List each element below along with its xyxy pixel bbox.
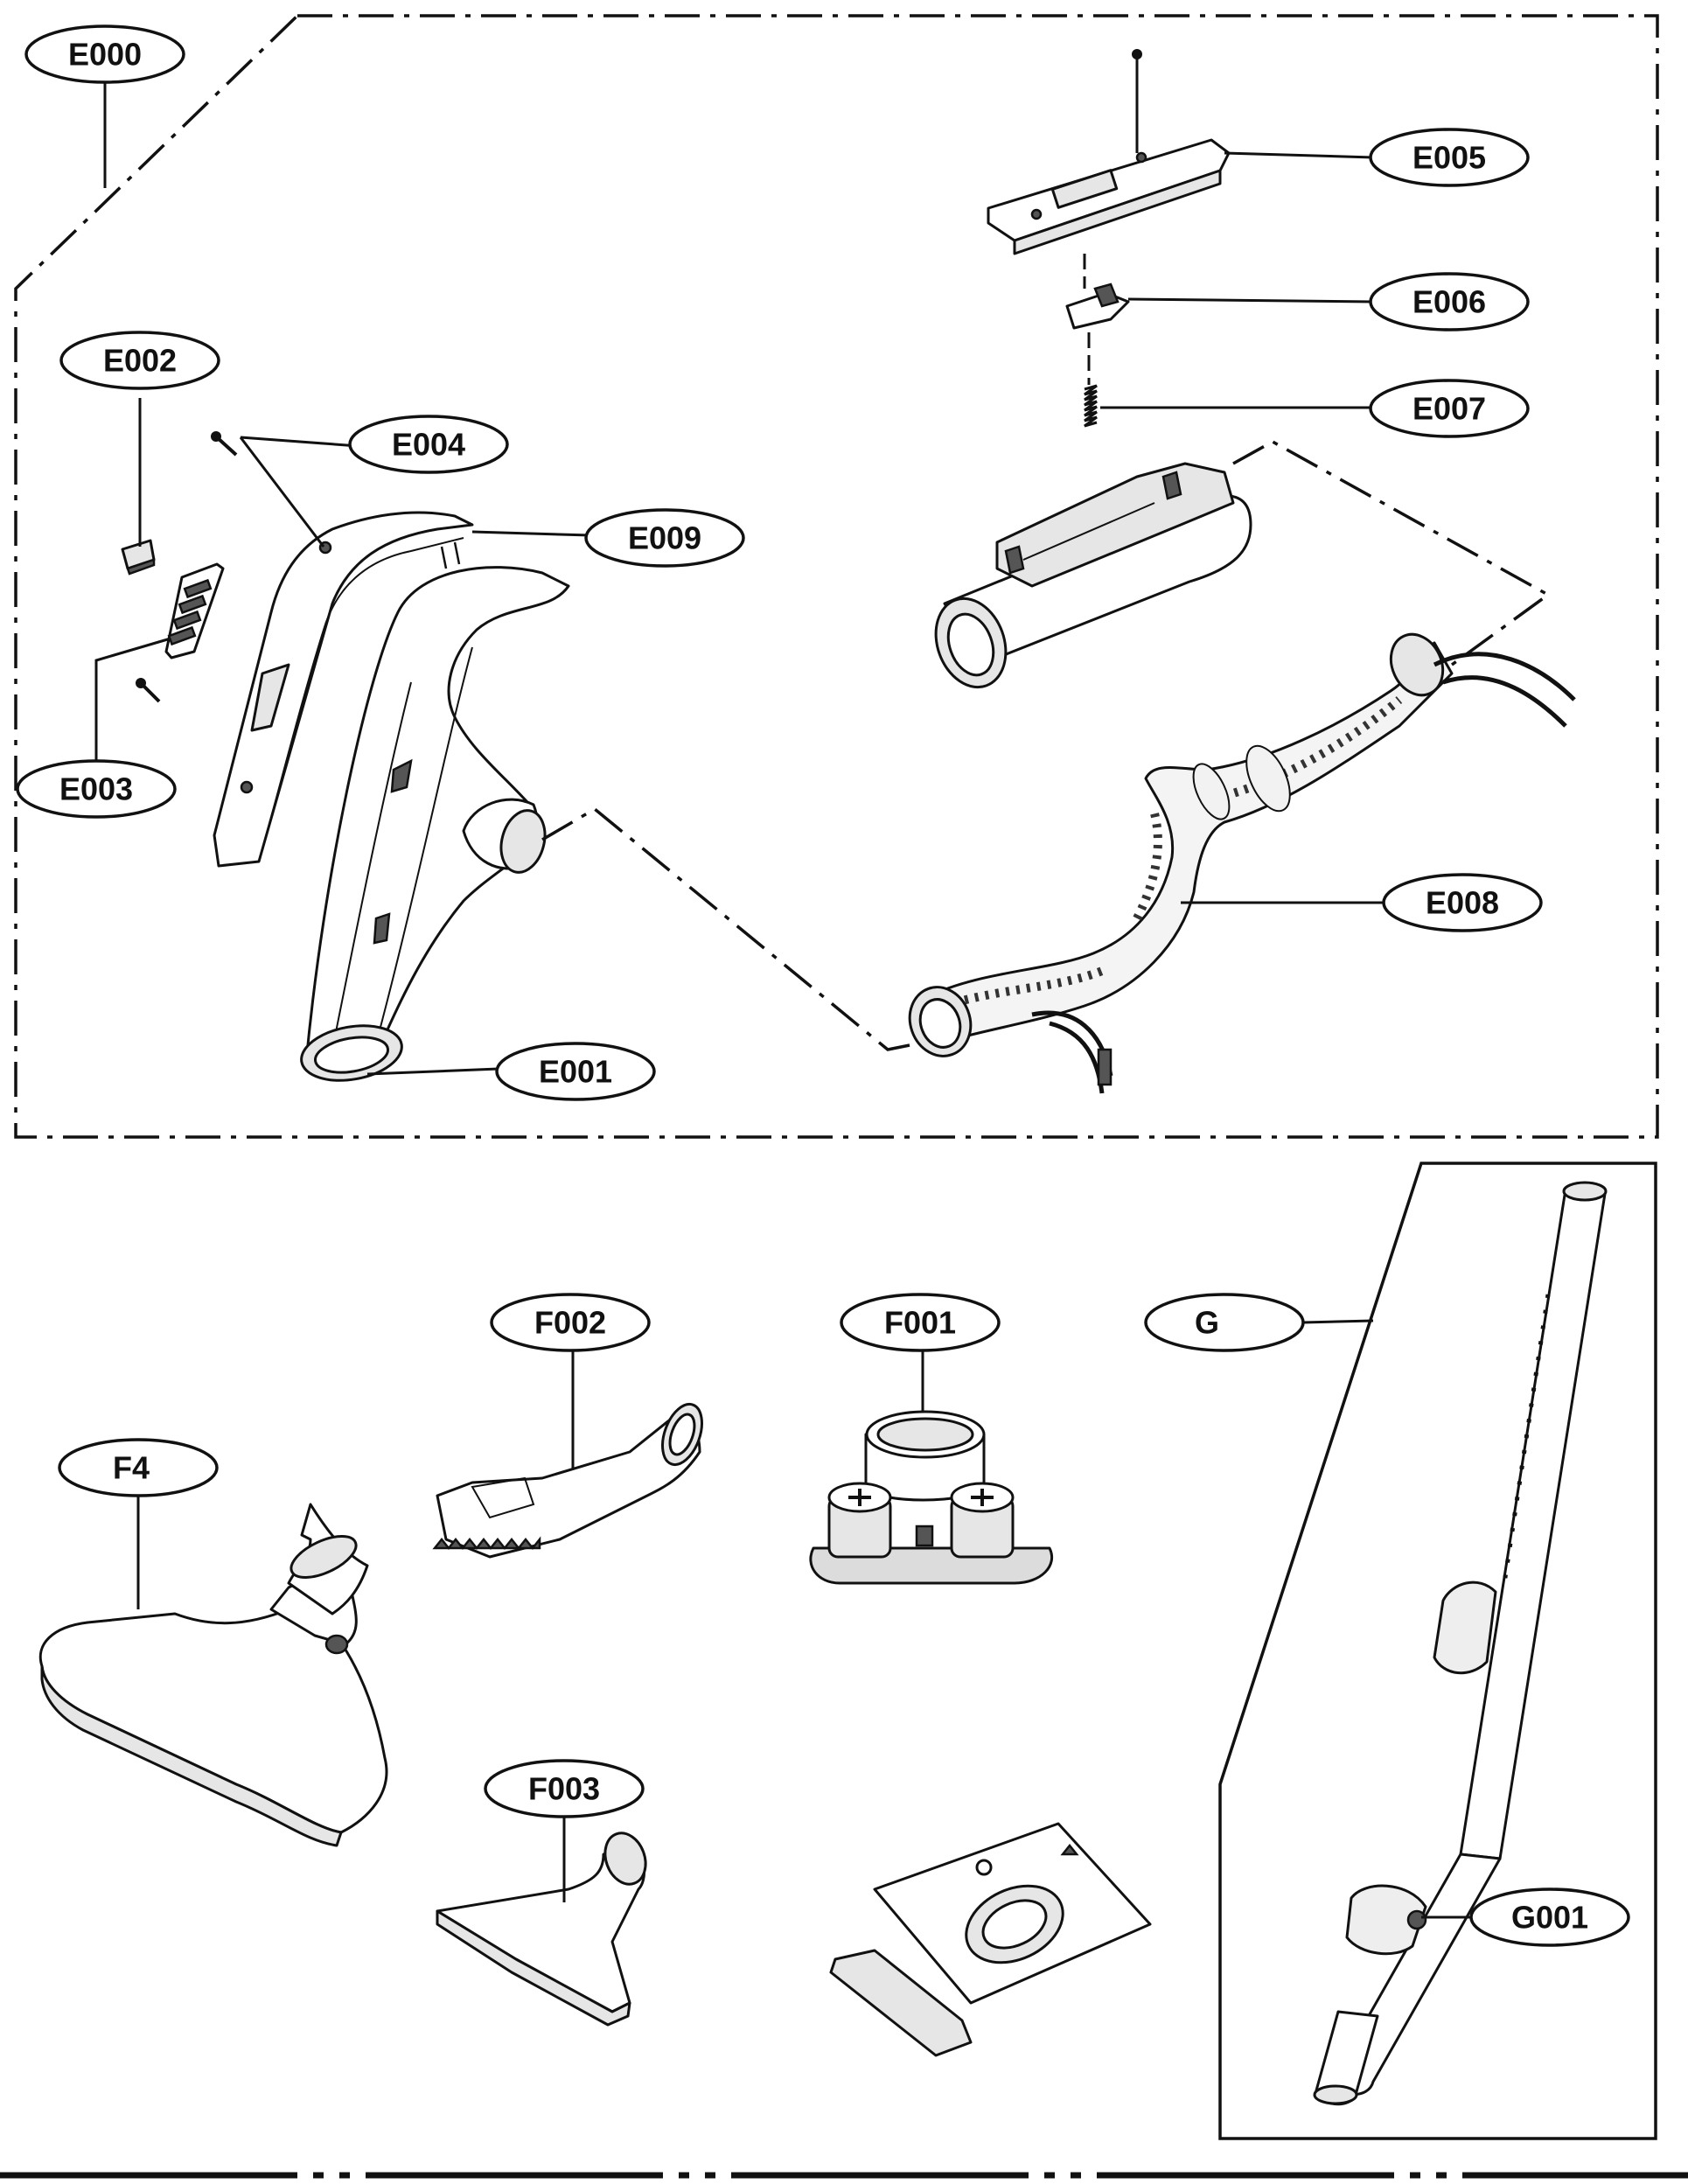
label-e009-text: E009	[628, 520, 701, 556]
label-e008-text: E008	[1426, 885, 1499, 921]
label-f001: F001	[840, 1293, 1001, 1352]
label-f003: F003	[484, 1759, 645, 1818]
label-e002: E002	[59, 331, 220, 390]
accessory-holder-part	[809, 1410, 1053, 1585]
label-e000: E000	[24, 24, 185, 84]
leader-lines	[94, 83, 1482, 1919]
label-e004-text: E004	[392, 427, 465, 463]
label-e001-text: E001	[539, 1054, 612, 1090]
label-e003: E003	[16, 759, 177, 819]
crevice-tool-part	[436, 1832, 647, 2027]
label-g001: G001	[1469, 1887, 1630, 1947]
label-g001-text: G001	[1511, 1900, 1588, 1936]
label-f002-text: F002	[534, 1305, 606, 1341]
label-e001: E001	[495, 1042, 656, 1101]
label-e007: E007	[1369, 379, 1530, 438]
label-e008: E008	[1382, 873, 1543, 932]
label-e002-text: E002	[103, 343, 177, 379]
filter-plate-part	[829, 1822, 1152, 2057]
screw-e004-part	[211, 431, 238, 457]
slider-knob-part	[1065, 283, 1130, 330]
label-e005-text: E005	[1412, 140, 1486, 176]
label-g000-text: G	[1195, 1305, 1219, 1341]
label-e006: E006	[1369, 272, 1530, 331]
telescopic-tube-part	[1313, 1181, 1608, 2106]
label-f001-text: F001	[884, 1305, 956, 1341]
label-g000: G	[1144, 1293, 1305, 1352]
switch-button-part	[121, 539, 156, 576]
handle-cover-part	[213, 511, 474, 868]
label-e007-text: E007	[1412, 391, 1486, 427]
hose-assembly-part	[908, 632, 1576, 1094]
spring-part	[1084, 384, 1098, 428]
screw-e003-part	[136, 678, 161, 703]
label-f004-text: F4	[113, 1450, 150, 1486]
label-e006-text: E006	[1412, 284, 1486, 320]
label-e005: E005	[1369, 128, 1530, 187]
label-f003-text: F003	[528, 1771, 600, 1807]
switch-housing-part	[934, 462, 1252, 689]
dusting-brush-part	[432, 1402, 703, 1559]
label-e003-text: E003	[59, 771, 133, 807]
switch-cover-part	[987, 49, 1231, 255]
section-e-boundary	[14, 14, 1659, 1139]
label-e009: E009	[584, 508, 745, 568]
floor-nozzle-part	[38, 1503, 388, 1847]
label-f004: F4	[58, 1438, 219, 1497]
label-e004: E004	[348, 415, 509, 474]
switch-plate-part	[164, 562, 225, 659]
label-e000-text: E000	[68, 37, 142, 73]
handle-body-part	[300, 566, 570, 1082]
label-f002: F002	[490, 1293, 651, 1352]
section-g-boundary	[1218, 1162, 1657, 2140]
